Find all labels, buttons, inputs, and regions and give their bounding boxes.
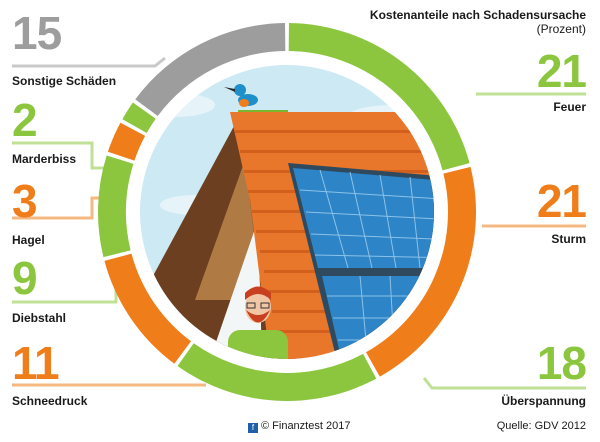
category-label-0: Feuer xyxy=(553,100,586,114)
donut-segment-5 xyxy=(107,122,146,161)
person-illustration xyxy=(228,286,288,359)
copyright-line: f© Finanztest 2017 xyxy=(248,420,350,433)
copyright-text: © Finanztest 2017 xyxy=(261,420,351,432)
finanztest-logo-icon: f xyxy=(248,423,258,433)
chart-title-text: Kostenanteile nach Schadensursache xyxy=(369,8,586,22)
category-label-1: Sturm xyxy=(551,232,586,246)
value-label-7: 15 xyxy=(12,7,62,59)
chart-title: Kostenanteile nach Schadensursache (Proz… xyxy=(370,8,586,36)
category-label-4: Diebstahl xyxy=(12,311,67,325)
category-label-3: Schneedruck xyxy=(12,394,88,408)
donut-segment-6 xyxy=(122,102,156,133)
leader-line-6 xyxy=(12,141,112,170)
category-label-2: Überspannung xyxy=(501,394,586,408)
leader-line-4 xyxy=(12,290,118,304)
value-label-2: 18 xyxy=(536,337,587,389)
value-label-6: 2 xyxy=(12,94,38,146)
value-label-3: 11 xyxy=(12,337,60,389)
donut-segment-2 xyxy=(177,343,377,401)
source-line: Quelle: GDV 2012 xyxy=(497,420,586,432)
source-text: Quelle: GDV 2012 xyxy=(496,420,586,432)
kingfisher-icon xyxy=(224,84,258,107)
leader-lines xyxy=(12,56,586,390)
value-label-0: 21 xyxy=(536,45,587,97)
leader-line-2 xyxy=(422,377,586,390)
chart-title-unit: (Prozent) xyxy=(536,22,586,36)
donut-ring xyxy=(97,23,476,401)
donut-segment-4 xyxy=(97,155,134,258)
donut-segment-7 xyxy=(135,23,286,117)
donut-segment-0 xyxy=(288,23,470,171)
value-label-4: 9 xyxy=(12,252,38,304)
category-label-6: Marderbiss xyxy=(12,152,77,166)
donut-segment-3 xyxy=(104,253,192,364)
donut-segment-1 xyxy=(366,166,476,377)
category-label-7: Sonstige Schäden xyxy=(12,74,117,88)
value-label-1: 21 xyxy=(536,175,587,227)
value-label-5: 3 xyxy=(12,175,38,227)
category-label-5: Hagel xyxy=(12,233,45,247)
leader-line-7 xyxy=(12,56,166,68)
